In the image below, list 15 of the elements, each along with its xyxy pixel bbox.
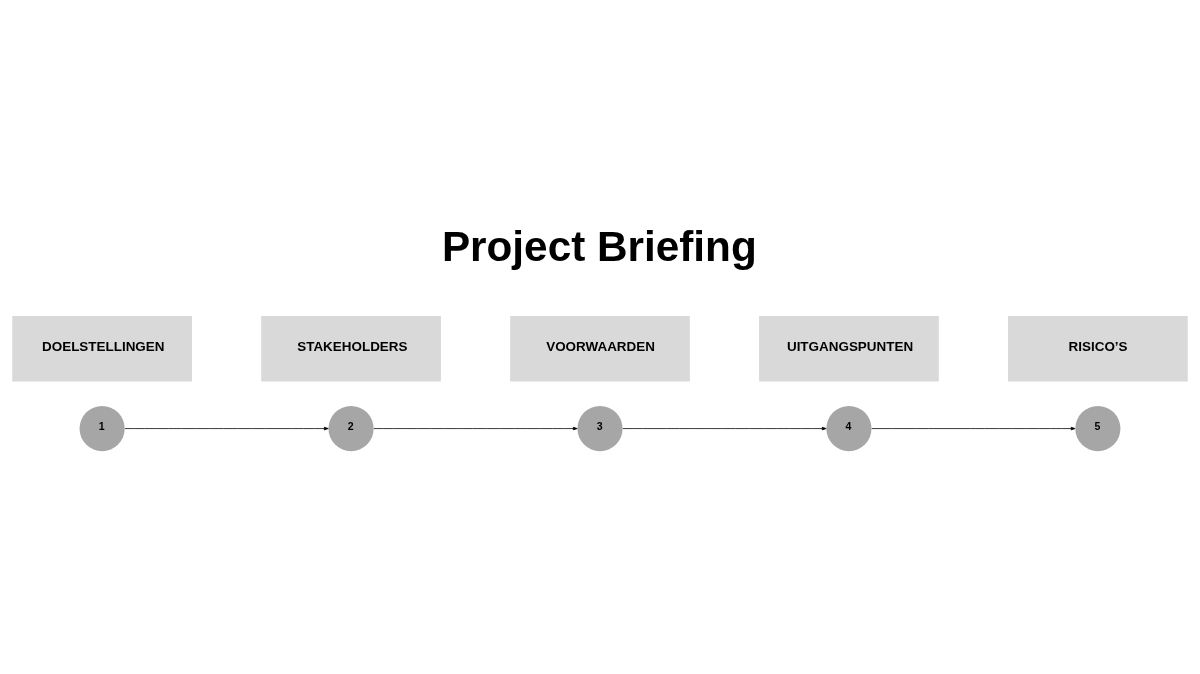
node-box: RISICO’S — [1008, 315, 1188, 381]
node-circle: 1 — [79, 405, 125, 451]
diagram-title: Project Briefing — [441, 222, 757, 270]
node-box: VOORWAARDEN — [510, 315, 690, 381]
node-circle: 5 — [1075, 405, 1121, 451]
node-box: DOELSTELLINGEN — [12, 315, 192, 381]
node-circle: 4 — [826, 405, 872, 451]
arrow — [622, 426, 827, 430]
node-box: UITGANGSPUNTEN — [759, 315, 939, 381]
node-box: STAKEHOLDERS — [261, 315, 441, 381]
arrow — [871, 426, 1076, 430]
node-circle: 2 — [328, 405, 374, 451]
arrow — [124, 426, 329, 430]
node-circle: 3 — [577, 405, 623, 451]
arrow — [373, 426, 578, 430]
